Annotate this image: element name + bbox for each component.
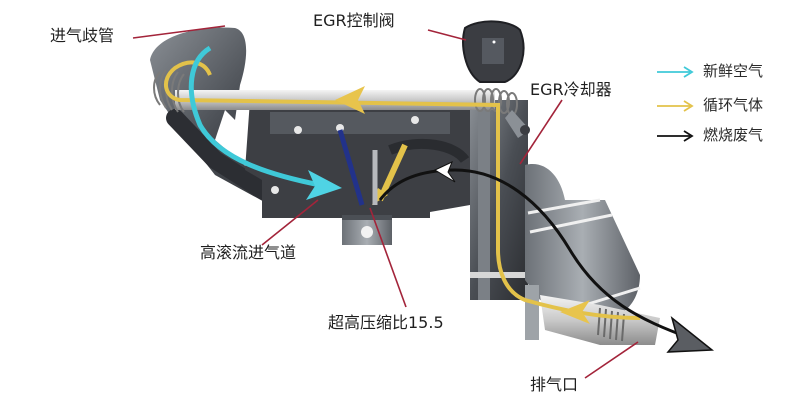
legend-fresh-air: 新鲜空气 [703, 62, 764, 80]
intake-valve-shape [337, 129, 378, 206]
cylinder-head-shape [245, 100, 470, 218]
recirculated-gas-flow [164, 60, 641, 324]
fresh-air-flow [188, 45, 342, 200]
catalytic-converter-shape [525, 164, 641, 318]
leader-lines [132, 25, 639, 379]
label-tumble-intake-port: 高滚流进气道 [200, 243, 297, 262]
label-exhaust-port: 排气口 [530, 375, 579, 394]
label-egr-valve: EGR控制阀 [313, 11, 395, 30]
exhaust-gas-flow [378, 161, 715, 353]
legend-recirculated-gas: 循环气体 [703, 96, 764, 114]
legend-exhaust-gas: 燃烧废气 [703, 126, 764, 144]
egr-valve-shape [462, 20, 525, 83]
intake-manifold-shape [150, 27, 300, 206]
label-intake-manifold: 进气歧管 [50, 26, 115, 45]
piston-shape [342, 215, 392, 245]
label-egr-cooler: EGR冷却器 [530, 80, 612, 99]
label-compression-ratio: 超高压缩比15.5 [328, 313, 444, 332]
legend-arrows [657, 66, 694, 142]
